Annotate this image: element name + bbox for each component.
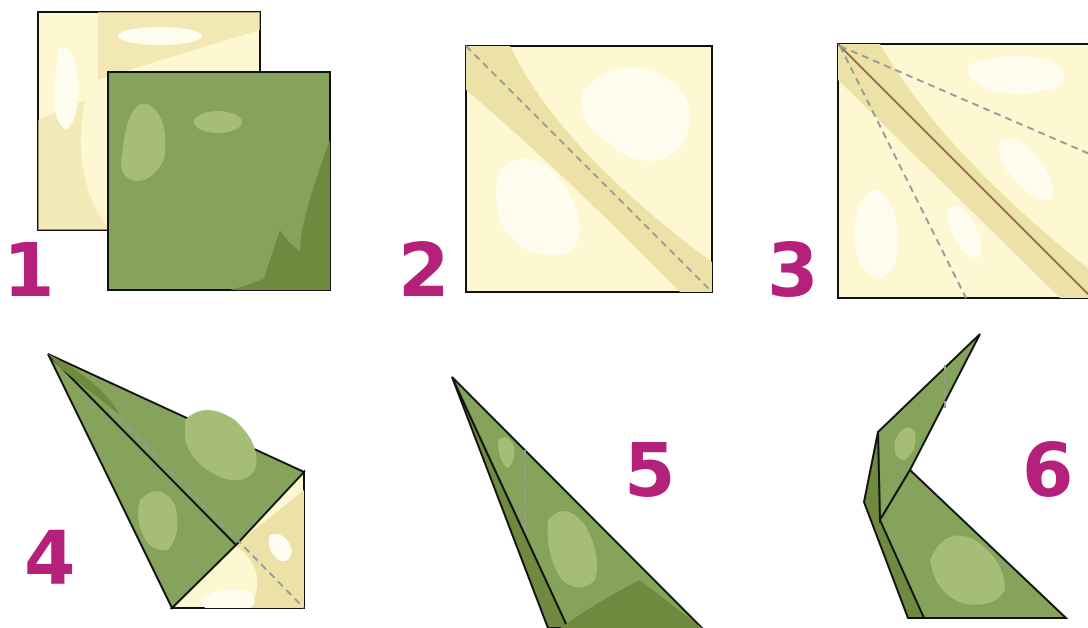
step-number-3: 3 xyxy=(767,228,819,314)
step-number-4: 4 xyxy=(24,516,76,602)
step-number-1: 1 xyxy=(3,228,55,314)
step-number-6: 6 xyxy=(1022,428,1074,514)
green-paper-square xyxy=(108,72,330,290)
step-5-illustration: 5 xyxy=(452,377,702,628)
step-4-illustration: 4 xyxy=(24,354,304,608)
step-number-5: 5 xyxy=(624,428,676,514)
step-2-illustration: 2 xyxy=(398,46,712,314)
step-1-illustration: 1 xyxy=(3,12,330,314)
step-number-2: 2 xyxy=(398,228,450,314)
step-3-illustration: 3 xyxy=(767,44,1088,314)
step-6-illustration: 6 xyxy=(864,334,1074,618)
